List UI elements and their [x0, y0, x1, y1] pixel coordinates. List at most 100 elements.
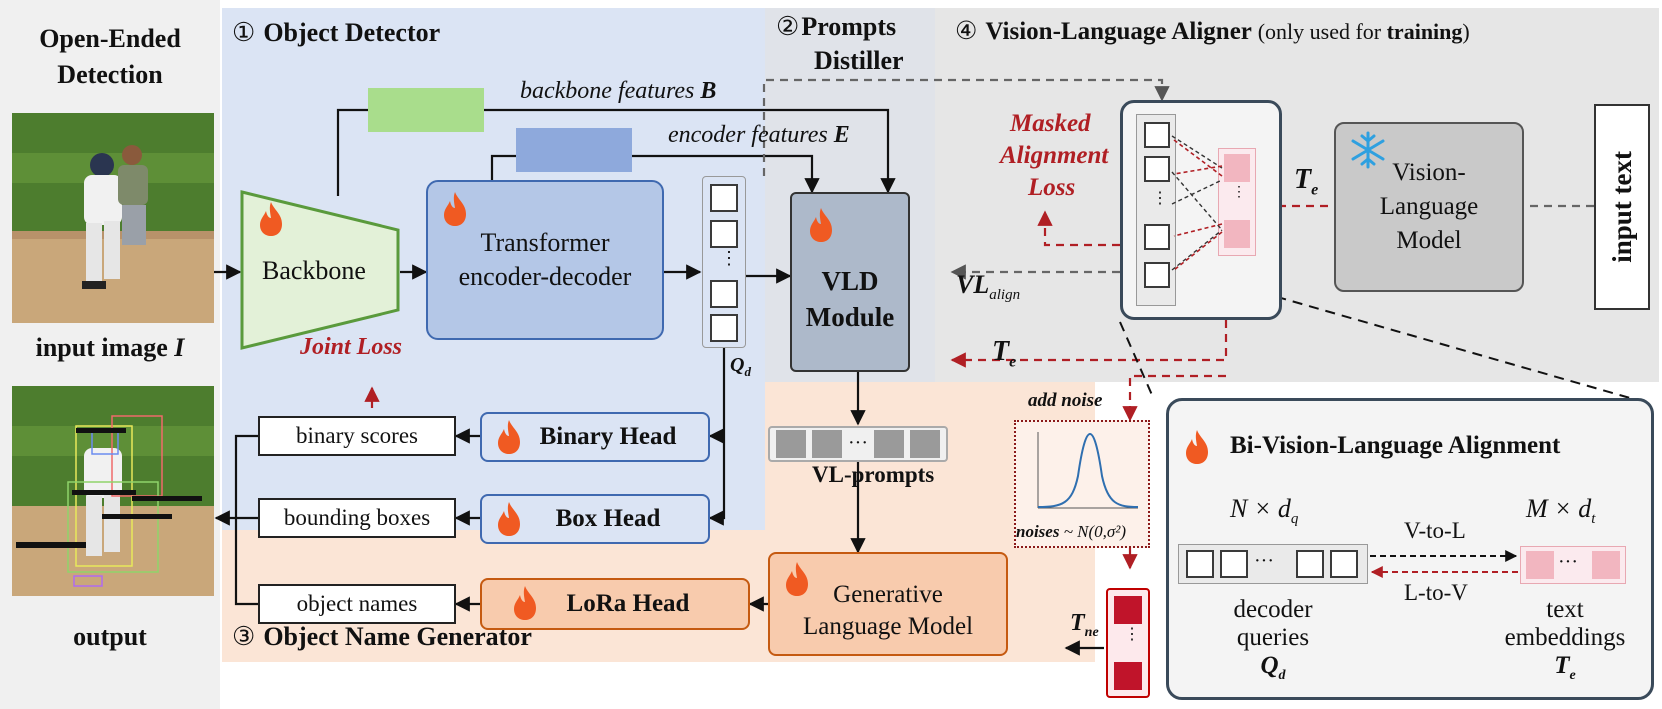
transformer-flame-icon: [444, 192, 466, 226]
vl-align-sub: align: [989, 287, 1021, 304]
right-dimension-label: M × dt: [1526, 494, 1595, 528]
aligner-note-bold: training: [1386, 19, 1463, 44]
text-embedding-cell: [1592, 551, 1620, 579]
lora-head-flame-icon: [514, 586, 536, 620]
lora-head-label: LoRa Head: [566, 590, 690, 617]
generator-num: ③: [232, 622, 256, 651]
vlm-line3: Model: [1396, 227, 1462, 254]
open-ended-title-line2: Detection: [57, 60, 163, 89]
input-text-block: input text: [1594, 104, 1650, 310]
alignment-query-cell: [1144, 122, 1170, 148]
decoder-queries-line1: decoder: [1233, 596, 1313, 623]
input-image-text: input image: [35, 333, 168, 362]
query-cell: [710, 220, 738, 248]
open-ended-title-line1: Open-Ended: [39, 24, 181, 53]
l-to-v-label: L-to-V: [1404, 580, 1468, 605]
te-distiller-symbol: T: [992, 336, 1010, 367]
alignment-query-cell: [1144, 262, 1170, 288]
glm-line2: Language Model: [802, 613, 974, 640]
snowflake-icon: [1351, 131, 1385, 169]
backbone-features-label: backbone features B: [520, 78, 716, 105]
glm-flame-icon: [786, 562, 808, 596]
object-names-box: object names: [258, 584, 456, 624]
binary-head-flame-icon: [498, 420, 520, 454]
transformer-block: Transformer encoder-decoder: [426, 180, 664, 340]
query-cell: [710, 280, 738, 308]
text-embeddings-line2: embeddings: [1504, 624, 1626, 651]
input-text-label: input text: [1606, 151, 1637, 263]
vld-line1: VLD: [821, 266, 879, 296]
tne-label: Tne: [1070, 610, 1099, 641]
prompts-distiller-header: ②Prompts: [776, 12, 896, 42]
masked-alignment-loss-line2: Alignment: [1000, 142, 1109, 169]
backbone-block: [240, 190, 400, 350]
aligner-num: ④: [955, 18, 978, 45]
vl-prompt-cell: [874, 430, 904, 458]
alignment-matching-arrows: [1171, 135, 1223, 271]
transformer-line1: Transformer: [480, 228, 610, 257]
vld-line2: Module: [805, 302, 895, 332]
alignment-text-cell: [1224, 220, 1250, 248]
bi-direction-arrows: [1370, 550, 1518, 578]
distiller-title-line1: Prompts: [801, 12, 897, 41]
decoder-queries-symbol: Qd: [1178, 652, 1368, 684]
gaussian-curve-icon: [1037, 432, 1139, 509]
text-embedding-cell: [1526, 551, 1554, 579]
vld-flame-icon: [810, 208, 832, 242]
vl-align-label: VLalign: [956, 270, 1020, 304]
right-dim-sub: t: [1591, 511, 1596, 528]
text-embeddings-line1: text: [1546, 596, 1584, 623]
decoder-queries-line2: queries: [1236, 624, 1310, 651]
backbone-features-text: backbone features: [520, 78, 695, 104]
text-sub: e: [1569, 668, 1576, 683]
tne-ellipsis: ⋮: [1124, 626, 1140, 643]
tne-cell: [1114, 596, 1142, 624]
vl-align-symbol: VL: [956, 270, 990, 299]
encoder-features-symbol: E: [833, 122, 850, 148]
glm-line1: Generative: [833, 581, 943, 608]
encoder-features-text: encoder features: [668, 122, 828, 148]
input-image-label: input image I: [0, 333, 220, 363]
noises-label: noises ~ N(0,σ²): [1016, 522, 1126, 542]
vl-prompt-cell: [910, 430, 940, 458]
te-aligner-label: Te: [1294, 164, 1318, 200]
noises-formula: ~ N(0,σ²): [1063, 522, 1127, 541]
decoder-query-cell: [1296, 550, 1324, 578]
transformer-line2: encoder-decoder: [458, 262, 632, 291]
vision-language-model-block: Vision- Language Model: [1334, 122, 1524, 292]
input-image: [12, 113, 214, 323]
backbone-features-block: [368, 88, 484, 132]
text-symbol: T: [1554, 652, 1570, 679]
queries-symbol: Q: [730, 354, 745, 376]
aligner-note-prefix: (only used for: [1257, 19, 1387, 44]
alignment-query-ellipsis: ⋮: [1152, 190, 1168, 207]
alignment-query-cell: [1144, 224, 1170, 250]
decoder-query-cell: [1330, 550, 1358, 578]
query-cell: [710, 314, 738, 342]
detector-num: ①: [232, 18, 256, 47]
vld-module-block: VLD Module: [790, 192, 910, 372]
text-embedding-ellipsis: ···: [1558, 551, 1578, 573]
text-embeddings-symbol: Te: [1490, 652, 1640, 684]
noise-box: [1014, 420, 1150, 548]
vl-prompt-cell: [812, 430, 842, 458]
vl-prompts-label: VL-prompts: [812, 462, 935, 487]
aligner-title: Vision-Language Aligner: [985, 18, 1252, 45]
te-distiller-label: Te: [992, 336, 1016, 372]
tne-sub: ne: [1084, 624, 1099, 640]
left-dim-text: N × d: [1230, 494, 1291, 523]
decoder-query-ellipsis: ···: [1254, 550, 1274, 572]
noises-prefix: noises: [1016, 522, 1060, 541]
vl-prompt-cell: [776, 430, 806, 458]
add-noise-label: add noise: [1028, 390, 1103, 411]
te-distiller-sub: e: [1009, 353, 1017, 371]
output-label: output: [73, 622, 147, 651]
bi-vl-title: Bi-Vision-Language Alignment: [1230, 432, 1561, 459]
bi-vl-flame-icon: [1186, 430, 1208, 464]
alignment-text-ellipsis: ⋮: [1232, 185, 1246, 200]
joint-loss-label: Joint Loss: [300, 334, 403, 360]
queries-sub: d: [744, 364, 751, 379]
prompts-distiller-header-line2: Distiller: [814, 46, 904, 75]
masked-alignment-loss-line1: Masked: [1010, 110, 1091, 137]
